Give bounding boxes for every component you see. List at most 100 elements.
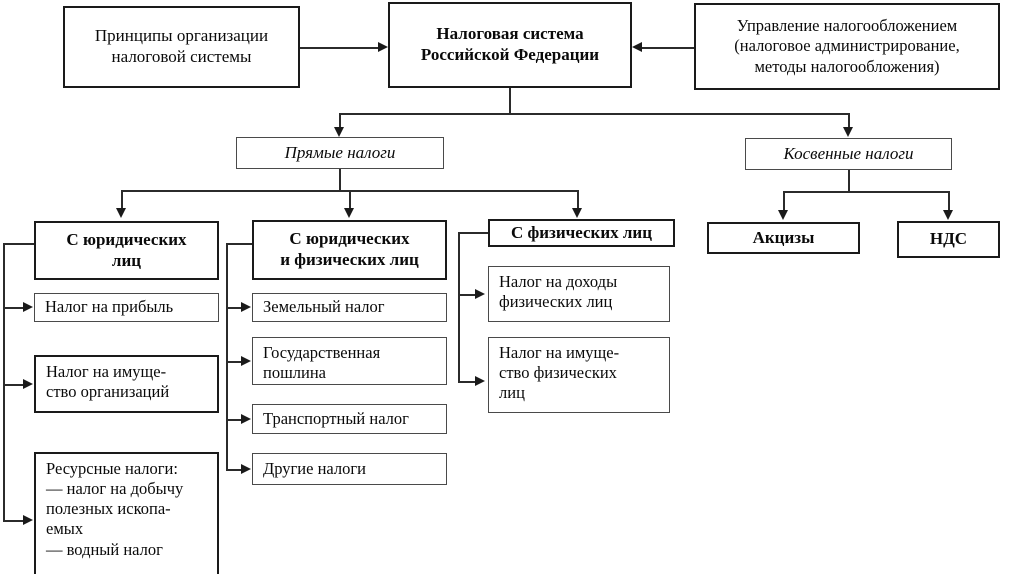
group1-bus-to-header: [3, 243, 35, 245]
group1-arrow-2-icon: [23, 379, 33, 389]
connector-direct-to-group1: [121, 190, 123, 210]
box-group3-header-label: С физических лиц: [510, 222, 653, 242]
box-tax-administration-line3: методы налогообложения): [754, 56, 940, 76]
connector-center-down: [509, 88, 511, 114]
box-land-tax-label: Земельный налог: [263, 297, 385, 317]
box-personal-property-tax-line1: Налог на имуще-: [499, 343, 620, 362]
arrow-indirect-to-vat-icon: [943, 210, 953, 220]
box-resource-taxes-line2: — налог на добычу: [46, 479, 184, 499]
box-excise-label: Акцизы: [752, 227, 815, 247]
box-tax-system-rf: Налоговая система Российской Федерации: [388, 2, 632, 88]
group2-arrow-1-icon: [241, 302, 251, 312]
box-transport-tax-label: Транспортный налог: [263, 408, 409, 428]
box-indirect-taxes: Косвенные налоги: [745, 138, 952, 170]
group3-branch-2: [458, 381, 476, 383]
box-vat-label: НДС: [929, 229, 968, 249]
box-vat: НДС: [897, 221, 1000, 258]
group1-arrow-1-icon: [23, 302, 33, 312]
box-group1-header-line2: лиц: [111, 250, 142, 270]
box-state-duty-line2: пошлина: [263, 363, 327, 383]
group2-bus-vertical: [226, 243, 228, 469]
connector-to-indirect: [848, 113, 850, 129]
connector-to-direct: [339, 113, 341, 129]
connector-direct-to-group2: [349, 190, 351, 210]
group1-branch-1: [3, 307, 23, 309]
box-other-taxes: Другие налоги: [252, 453, 447, 485]
box-tax-on-org-property-line2: ство организаций: [46, 382, 170, 402]
box-personal-property-tax-line2: ство физических: [499, 363, 617, 383]
box-excise: Акцизы: [707, 222, 860, 254]
box-resource-taxes: Ресурсные налоги: — налог на добычу поле…: [34, 452, 219, 574]
box-land-tax: Земельный налог: [252, 293, 447, 322]
box-tax-administration-line2: (налоговое администрирование,: [734, 36, 960, 56]
box-tax-administration: Управление налогообложением (налоговое а…: [694, 3, 1000, 90]
box-tax-administration-line1: Управление налогообложением: [736, 16, 958, 36]
box-tax-on-org-property-line1: Налог на имуще-: [46, 362, 167, 381]
group1-branch-2: [3, 384, 23, 386]
box-personal-property-tax-line3: лиц: [499, 383, 525, 403]
group3-branch-1: [458, 294, 476, 296]
connector-direct-down: [339, 169, 341, 191]
box-indirect-taxes-label: Косвенные налоги: [783, 143, 914, 163]
group3-bus-to-header: [458, 232, 489, 234]
box-group1-header-line1: С юридических: [66, 229, 187, 249]
group3-arrow-1-icon: [475, 289, 485, 299]
connector-principles-to-center: [300, 47, 378, 49]
box-group2-header-line1: С юридических: [289, 229, 410, 249]
box-resource-taxes-line4: емых: [46, 519, 84, 539]
box-tax-on-org-property: Налог на имуще- ство организаций: [34, 355, 219, 413]
group2-arrow-2-icon: [241, 356, 251, 366]
box-transport-tax: Транспортный налог: [252, 404, 447, 434]
group2-branch-4: [226, 469, 242, 471]
box-personal-income-tax: Налог на доходы физических лиц: [488, 266, 670, 322]
connector-direct-to-group3: [577, 190, 579, 210]
box-group2-header: С юридических и физических лиц: [252, 220, 447, 280]
box-tax-on-profit: Налог на прибыль: [34, 293, 219, 322]
box-principles-line2: налоговой системы: [111, 47, 252, 66]
arrow-administration-to-center-icon: [632, 42, 642, 52]
arrow-direct-to-group2-icon: [344, 208, 354, 218]
group3-arrow-2-icon: [475, 376, 485, 386]
connector-indirect-bus: [783, 191, 949, 193]
group3-bus-vertical: [458, 232, 460, 381]
box-group3-header: С физических лиц: [488, 219, 675, 247]
group2-bus-to-header: [226, 243, 253, 245]
box-tax-system-rf-line2: Российской Федерации: [420, 45, 600, 64]
connector-split-bus: [339, 113, 849, 115]
arrow-to-indirect-icon: [843, 127, 853, 137]
group2-arrow-4-icon: [241, 464, 251, 474]
connector-administration-to-center: [642, 47, 694, 49]
arrow-to-direct-icon: [334, 127, 344, 137]
arrow-direct-to-group1-icon: [116, 208, 126, 218]
box-other-taxes-label: Другие налоги: [263, 458, 366, 478]
box-personal-income-tax-line1: Налог на доходы: [499, 272, 618, 291]
group2-branch-3: [226, 419, 242, 421]
box-group2-header-line2: и физических лиц: [280, 250, 419, 269]
connector-indirect-to-excise: [783, 191, 785, 212]
connector-indirect-to-vat: [948, 191, 950, 212]
box-direct-taxes-label: Прямые налоги: [284, 142, 396, 162]
group2-branch-1: [226, 307, 242, 309]
box-resource-taxes-line3: полезных ископа-: [46, 499, 171, 519]
box-personal-property-tax: Налог на имуще- ство физических лиц: [488, 337, 670, 413]
box-principles-of-tax-system: Принципы организации налоговой системы: [63, 6, 300, 88]
group1-branch-3: [3, 520, 23, 522]
box-state-duty-line1: Государственная: [263, 343, 381, 362]
connector-indirect-down: [848, 170, 850, 192]
box-tax-system-rf-line1: Налоговая система: [436, 24, 584, 44]
box-direct-taxes: Прямые налоги: [236, 137, 444, 169]
group1-bus-vertical: [3, 243, 5, 521]
group2-branch-2: [226, 361, 242, 363]
box-group1-header: С юридических лиц: [34, 221, 219, 280]
box-state-duty: Государственная пошлина: [252, 337, 447, 385]
arrow-direct-to-group3-icon: [572, 208, 582, 218]
arrow-indirect-to-excise-icon: [778, 210, 788, 220]
group2-arrow-3-icon: [241, 414, 251, 424]
group1-arrow-3-icon: [23, 515, 33, 525]
box-resource-taxes-line5: — водный налог: [46, 539, 163, 559]
arrow-principles-to-center-icon: [378, 42, 388, 52]
box-resource-taxes-line1: Ресурсные налоги:: [46, 459, 178, 478]
box-tax-on-profit-label: Налог на прибыль: [45, 297, 174, 317]
box-principles-line1: Принципы организации: [94, 26, 269, 46]
